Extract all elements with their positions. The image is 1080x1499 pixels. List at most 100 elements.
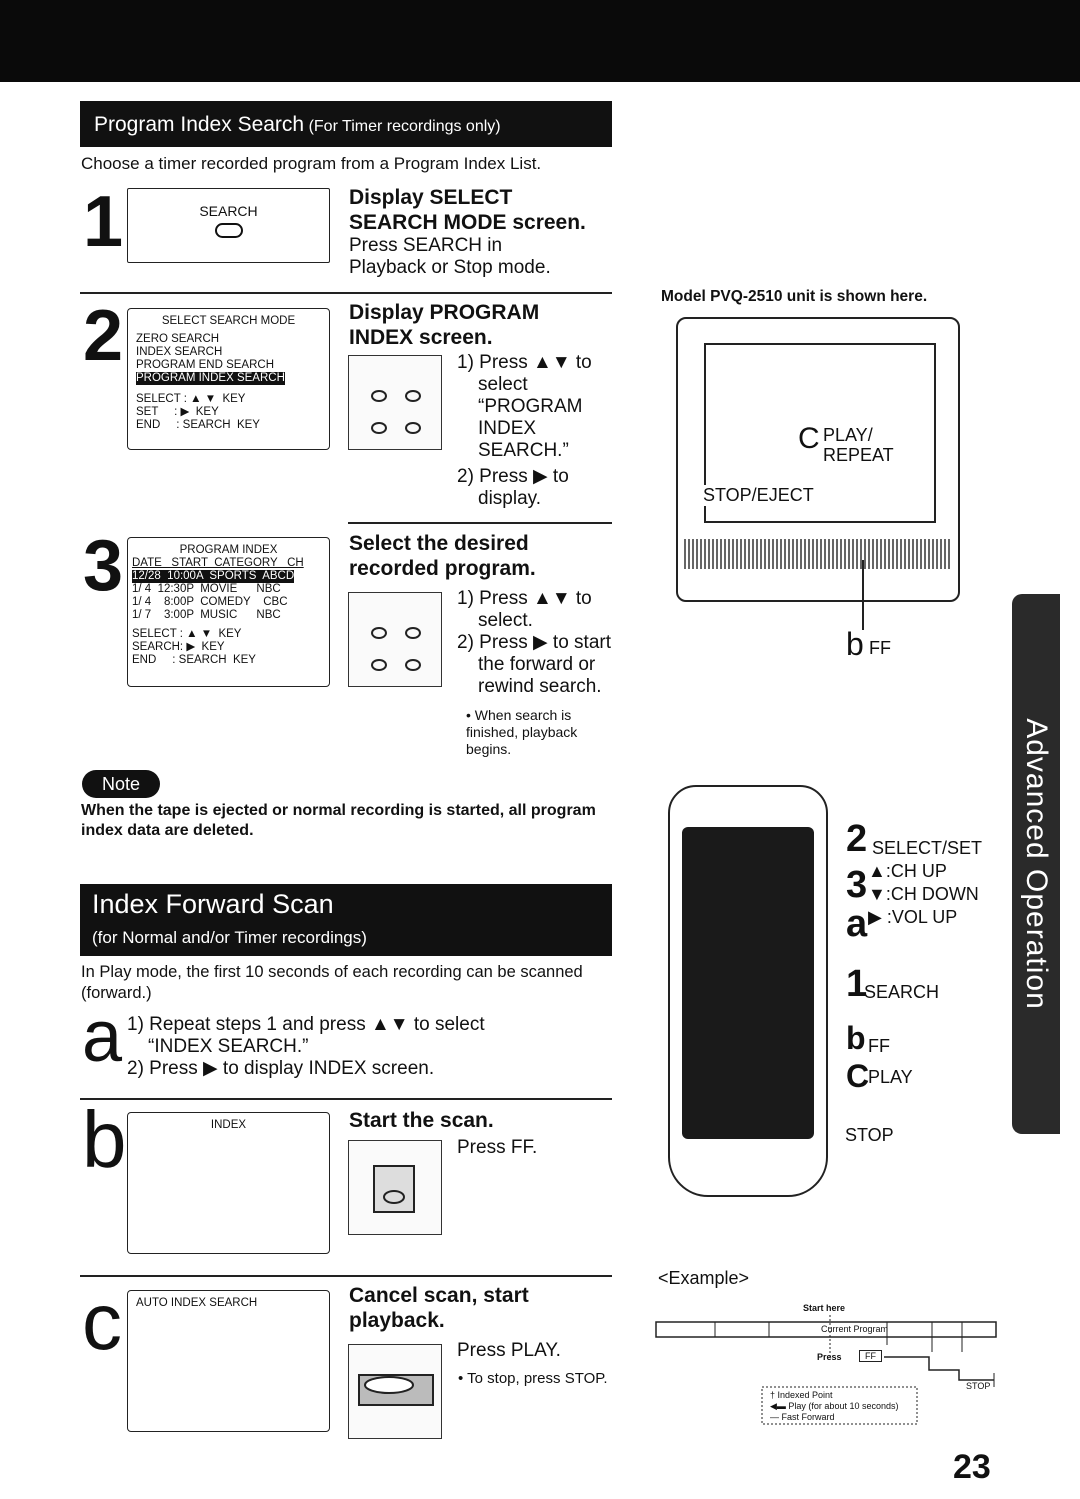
osd-row: 1/ 4 8:00P COMEDY CBC [132, 596, 288, 608]
osd-item: PROGRAM END SEARCH [136, 359, 275, 371]
ff-label: FF [869, 638, 891, 658]
start-here-label: Start here [803, 1303, 846, 1313]
note-text: When the tape is ejected or normal recor… [81, 802, 596, 839]
side-tab-label: Advanced Operation [1020, 718, 1053, 1010]
osd-item-selected: PROGRAM INDEX SEARCH [136, 372, 285, 385]
example-title: <Example> [658, 1268, 750, 1288]
remote-label: ▶ :VOL UP [868, 907, 958, 927]
osd-item: ZERO SEARCH [136, 333, 220, 345]
search-key-box: SEARCH [127, 188, 330, 263]
i: 1) Press ▲▼ to [457, 588, 592, 609]
select-search-mode-screen: SELECT SEARCH MODE ZERO SEARCH INDEX SEA… [127, 308, 330, 450]
h2: recorded program. [349, 557, 536, 580]
legend-item: — Fast Forward [770, 1412, 835, 1422]
program-index-screen: PROGRAM INDEX DATE START CATEGORY CH 12/… [127, 537, 330, 687]
i: the forward or [478, 654, 596, 675]
stop-label: STOP [966, 1381, 991, 1391]
step-a-text: 1) Repeat steps 1 and press ▲▼ to select… [127, 1014, 485, 1080]
t: 1) Repeat steps 1 and press ▲▼ to select [127, 1014, 485, 1035]
step-ref: 3 [846, 864, 868, 906]
step2-instructions: 1) Press ▲▼ to select “PROGRAM INDEX SEA… [457, 352, 592, 510]
divider [80, 1098, 612, 1100]
remote-label: SEARCH [864, 982, 940, 1002]
osd-key: END : SEARCH KEY [136, 419, 260, 431]
i: 2) Press ▶ to start [457, 632, 611, 653]
i: select [478, 374, 528, 395]
vcr-caption: Model PVQ-2510 unit is shown here. [661, 288, 928, 305]
vcr-panel [684, 539, 952, 569]
osd-key: SET : ▶ KEY [136, 406, 219, 418]
section-title: Program Index Search [94, 113, 305, 136]
h1: Display SELECT [349, 186, 513, 209]
leader-line [862, 560, 864, 630]
t: “INDEX SEARCH.” [148, 1036, 309, 1057]
h1: Cancel scan, start [349, 1284, 529, 1307]
osd-key: SELECT : ▲ ▼ KEY [136, 393, 246, 405]
step3-instructions: 1) Press ▲▼ to select. 2) Press ▶ to sta… [457, 588, 611, 698]
remote-label: PLAY [868, 1067, 913, 1087]
legend-item: ◀▬ Play (for about 10 seconds) [770, 1401, 899, 1411]
osd-key: END : SEARCH KEY [132, 654, 256, 666]
t: 2) Press ▶ to display INDEX screen. [127, 1058, 435, 1079]
step-c-note: • To stop, press STOP. [458, 1370, 608, 1387]
step-number: 3 [83, 526, 124, 606]
note-badge: Note [82, 770, 160, 798]
step-b-heading: Start the scan. [349, 1109, 494, 1132]
osd-header: DATE START CATEGORY CH [132, 557, 304, 569]
step-ref: b [846, 1020, 866, 1056]
play-repeat-label: PLAY/REPEAT [823, 425, 894, 465]
program-label: Program [853, 1324, 889, 1334]
osd-title: SELECT SEARCH MODE [161, 315, 296, 327]
divider [348, 522, 612, 524]
play-button-icon [348, 1344, 442, 1439]
h1: Select the desired [349, 532, 529, 555]
i: 1) Press ▲▼ to [457, 352, 592, 373]
press-label: Press [817, 1352, 842, 1362]
step-ref: 2 [846, 818, 868, 860]
osd-row: 1/ 7 3:00P MUSIC NBC [132, 609, 281, 621]
divider [80, 1275, 612, 1277]
step-ref: C [846, 1058, 870, 1094]
i: rewind search. [478, 676, 602, 697]
search-key-label: SEARCH [199, 203, 258, 219]
remote-keypad [682, 827, 814, 1139]
l: PLAY/ [823, 425, 873, 445]
t2: Playback or Stop mode. [349, 257, 551, 278]
osd-title: AUTO INDEX SEARCH [136, 1297, 258, 1309]
section-header-program-index-search: Program Index Search (For Timer recordin… [80, 101, 612, 147]
section-subtitle: (for Normal and/or Timer recordings) [92, 928, 367, 947]
step-letter: b [82, 1095, 127, 1184]
remote-label: STOP [845, 1125, 894, 1145]
search-button-icon [214, 223, 243, 238]
play-letter: C [798, 422, 820, 455]
divider [80, 292, 612, 294]
osd-row: 1/ 4 12:30P MOVIE NBC [132, 583, 281, 595]
top-bar [0, 0, 1080, 82]
ff-button-icon [348, 1140, 442, 1235]
step-number: 2 [83, 296, 124, 376]
i: 2) Press ▶ to [457, 466, 569, 487]
section-title: Index Forward Scan [92, 889, 334, 919]
i: select. [478, 610, 533, 631]
step-number: 1 [83, 182, 124, 262]
step-letter: a [82, 997, 123, 1077]
osd-title: INDEX [210, 1119, 247, 1131]
i: SEARCH.” [478, 440, 569, 461]
step-c-text: Press PLAY. [457, 1340, 561, 1361]
i: “PROGRAM [478, 396, 583, 417]
n: • When search is [466, 707, 572, 723]
step-letter: c [82, 1277, 122, 1366]
auto-index-search-screen: AUTO INDEX SEARCH [127, 1290, 330, 1432]
osd-row-selected: 12/28 10:00A SPORTS ABCD [132, 570, 295, 583]
diagram-label: Current Program [821, 1324, 888, 1334]
diagram-legend: † Indexed Point ◀▬ Play (for about 10 se… [770, 1390, 898, 1423]
i: INDEX [478, 418, 537, 439]
tv-screen [704, 343, 936, 523]
t1: Press SEARCH in [349, 235, 503, 256]
